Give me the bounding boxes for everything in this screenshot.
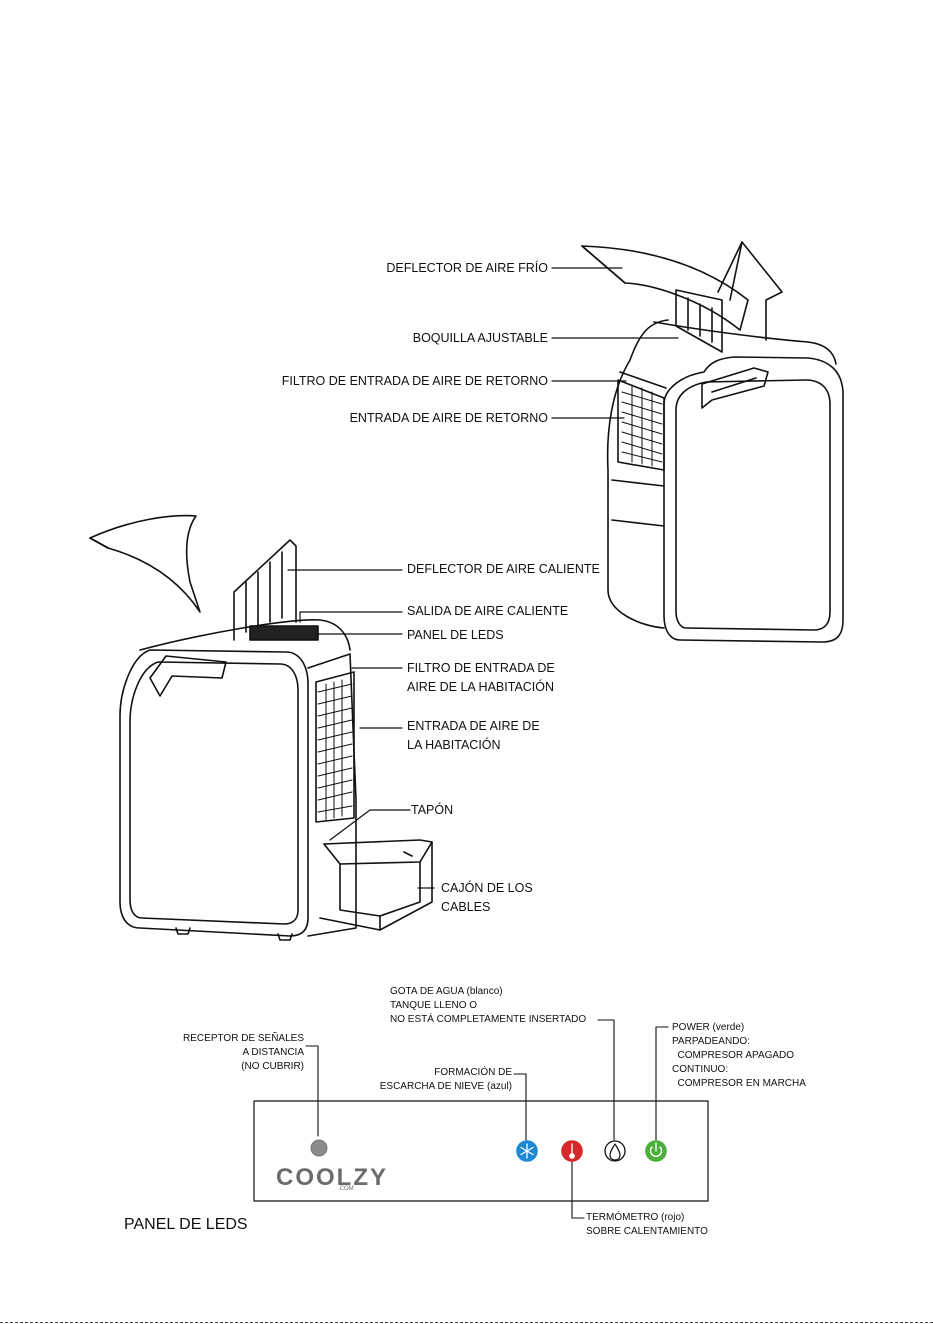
label-entrada-habitacion-1: ENTRADA DE AIRE DE — [407, 719, 540, 733]
led-panel-title: PANEL DE LEDS — [124, 1216, 248, 1233]
led-callout-lines — [305, 1019, 669, 1219]
label-cajon-1: CAJÓN DE LOS — [441, 881, 533, 895]
page-bottom-rule — [0, 1322, 933, 1323]
led-panel-drawing — [253, 1100, 709, 1202]
label-boquilla-ajustable: BOQUILLA AJUSTABLE — [412, 331, 548, 345]
label-receptor-3: (NO CUBRIR) — [241, 1061, 304, 1072]
label-panel-leds: PANEL DE LEDS — [407, 628, 504, 642]
label-power-2: PARPADEANDO: — [672, 1036, 750, 1047]
label-termometro-2: SOBRE CALENTAMIENTO — [586, 1226, 708, 1237]
label-power-4: CONTINUO: — [672, 1064, 729, 1075]
label-filtro-habitacion-2: AIRE DE LA HABITACIÓN — [407, 680, 555, 694]
label-gota-1: GOTA DE AGUA (blanco) — [390, 986, 503, 997]
label-receptor-1: RECEPTOR DE SEÑALES — [183, 1033, 304, 1044]
label-escarcha-1: FORMACIÓN DE — [434, 1067, 512, 1078]
label-cajon-2: CABLES — [441, 900, 491, 914]
remote-receptor — [310, 1139, 328, 1157]
label-entrada-habitacion-2: LA HABITACIÓN — [407, 738, 501, 752]
label-salida-aire-caliente: SALIDA DE AIRE CALIENTE — [407, 604, 569, 618]
label-deflector-aire-caliente: DEFLECTOR DE AIRE CALIENTE — [407, 562, 600, 576]
rear-unit-illustration — [581, 241, 844, 643]
brand-logo-sub: .COM — [338, 1186, 354, 1192]
label-power-3: COMPRESOR APAGADO — [672, 1050, 795, 1061]
front-unit-illustration — [89, 514, 433, 941]
label-tapon: TAPÓN — [411, 803, 454, 817]
front-callout-lines — [287, 569, 435, 889]
label-deflector-aire-frio: DEFLECTOR DE AIRE FRÍO — [386, 261, 548, 275]
label-entrada-retorno: ENTRADA DE AIRE DE RETORNO — [349, 411, 548, 425]
brand-logo: COOLZY — [276, 1164, 388, 1191]
label-escarcha-2: ESCARCHA DE NIEVE (azul) — [379, 1081, 512, 1092]
label-gota-3: NO ESTÁ COMPLETAMENTE INSERTADO — [390, 1014, 587, 1025]
label-receptor-2: A DISTANCIA — [242, 1047, 305, 1058]
label-filtro-retorno: FILTRO DE ENTRADA DE AIRE DE RETORNO — [281, 374, 548, 388]
label-termometro-1: TERMÓMETRO (rojo) — [586, 1212, 685, 1223]
label-filtro-habitacion-1: FILTRO DE ENTRADA DE — [407, 661, 555, 675]
label-power-1: POWER (verde) — [672, 1022, 745, 1033]
label-gota-2: TANQUE LLENO O — [390, 1000, 478, 1011]
rear-callout-lines — [551, 267, 679, 419]
label-power-5: COMPRESOR EN MARCHA — [672, 1078, 806, 1089]
